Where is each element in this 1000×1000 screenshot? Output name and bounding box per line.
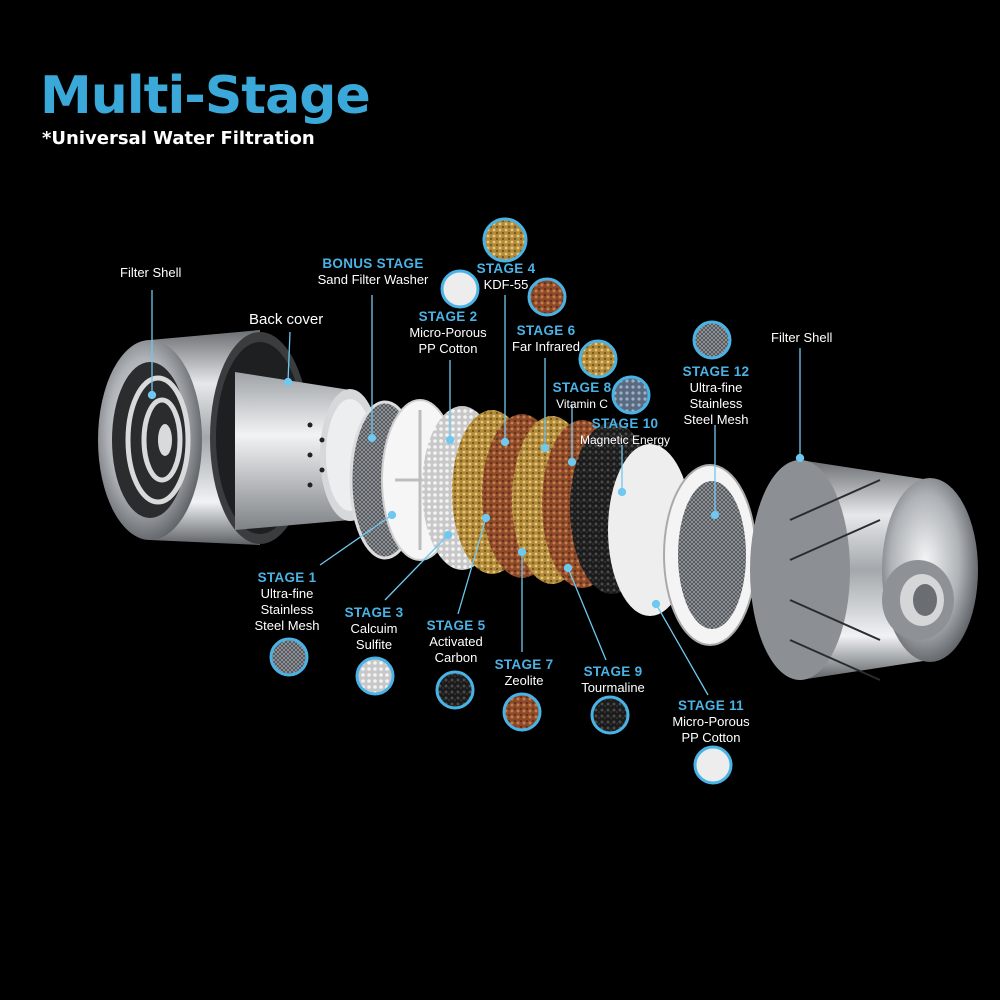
- stage-name: STAGE 3: [344, 605, 404, 620]
- page-title: Multi-Stage: [40, 66, 371, 126]
- calcium-sulfite-swatch-circle: [355, 656, 395, 696]
- stage-label-12: STAGE 12 Ultra-fine Stainless Steel Mesh: [675, 364, 757, 428]
- stage-desc: Magnetic Energy: [579, 433, 671, 447]
- stage-label-6: STAGE 6 Far Infrared: [506, 323, 586, 355]
- filter-shell-left-label: Filter Shell: [120, 265, 182, 280]
- stage-desc: Tourmaline: [581, 680, 645, 695]
- stage-label-bonus: BONUS STAGE Sand Filter Washer: [308, 256, 438, 288]
- filter-shell-right-label: Filter Shell: [771, 330, 833, 345]
- far-infrared-swatch-circle: [527, 277, 567, 317]
- stage-name: STAGE 12: [682, 364, 750, 379]
- tourmaline-swatch-circle: [590, 695, 630, 735]
- kdf55-swatch-circle: [482, 217, 528, 263]
- stage-label-10: STAGE 10 Magnetic Energy: [577, 416, 673, 448]
- stage-desc: Micro-Porous PP Cotton: [409, 325, 487, 356]
- stage-label-4: STAGE 4 KDF-55: [468, 261, 544, 293]
- activated-carbon-swatch-circle: [435, 670, 475, 710]
- stage-name: STAGE 4: [476, 261, 536, 276]
- stage-desc: Ultra-fine Stainless Steel Mesh: [683, 380, 749, 427]
- stage-swatches: [269, 217, 733, 785]
- stage-label-2: STAGE 2 Micro-Porous PP Cotton: [402, 309, 494, 357]
- sand-washer-swatch-circle: [440, 269, 480, 309]
- filter-disc-stack: [349, 399, 757, 646]
- stage-label-5: STAGE 5 Activated Carbon: [418, 618, 494, 666]
- stage-name: STAGE 10: [591, 416, 659, 431]
- leader-lines: [147, 290, 805, 696]
- stage-desc: Calcuim Sulfite: [350, 621, 398, 652]
- steel-mesh-1-swatch-circle: [269, 637, 309, 677]
- stage-desc: KDF-55: [483, 277, 529, 292]
- filter-shell-right-art: [750, 460, 978, 681]
- stage-name: BONUS STAGE: [322, 256, 424, 271]
- stage-name: STAGE 1: [257, 570, 317, 585]
- pp-cotton-11-swatch-circle: [693, 745, 733, 785]
- back-cover-label: Back cover: [249, 311, 324, 328]
- stage-label-11: STAGE 11 Micro-Porous PP Cotton: [667, 698, 755, 746]
- stage-label-7: STAGE 7 Zeolite: [488, 657, 560, 689]
- stage-desc: Sand Filter Washer: [317, 272, 429, 287]
- stage-desc: Activated Carbon: [429, 634, 483, 665]
- stage-name: STAGE 8: [552, 380, 612, 395]
- page-subtitle: *Universal Water Filtration: [42, 128, 315, 149]
- stage-label-9: STAGE 9 Tourmaline: [576, 664, 650, 696]
- stage-label-8: STAGE 8 Vitamin C: [547, 380, 617, 412]
- stage-name: STAGE 5: [426, 618, 486, 633]
- stage-name: STAGE 11: [678, 698, 744, 713]
- stage-name: STAGE 7: [494, 657, 554, 672]
- stage-desc: Zeolite: [504, 673, 544, 688]
- vitamin-c-swatch-circle: [578, 339, 618, 379]
- stage-label-3: STAGE 3 Calcuim Sulfite: [335, 605, 413, 653]
- stage-desc: Micro-Porous PP Cotton: [672, 714, 750, 745]
- zeolite-swatch-circle: [502, 692, 542, 732]
- steel-mesh-12-swatch-circle: [692, 320, 732, 360]
- stage-desc: Vitamin C: [556, 397, 608, 411]
- stage-name: STAGE 6: [516, 323, 576, 338]
- stage-name: STAGE 9: [583, 664, 643, 679]
- stage-name: STAGE 2: [418, 309, 478, 324]
- magnetic-energy-swatch-circle: [611, 375, 651, 415]
- stage-label-1: STAGE 1 Ultra-fine Stainless Steel Mesh: [248, 570, 326, 634]
- stage-desc: Far Infrared: [512, 339, 580, 354]
- stage-desc: Ultra-fine Stainless Steel Mesh: [254, 586, 320, 633]
